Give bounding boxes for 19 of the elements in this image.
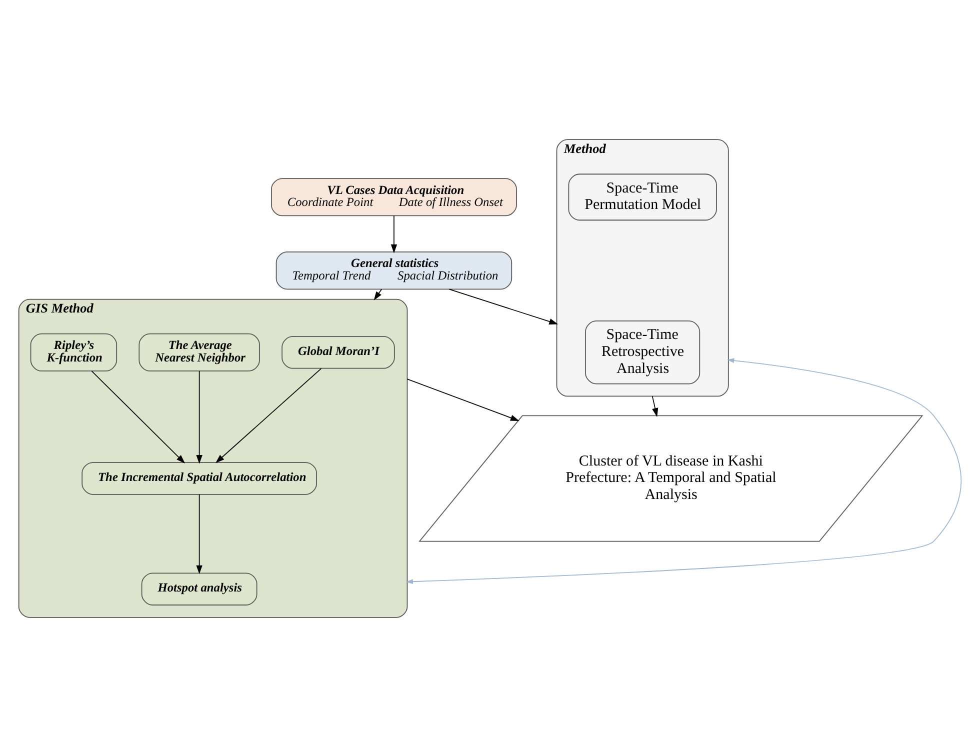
arrow <box>406 378 520 420</box>
node-box: Global Moran’I <box>282 336 395 368</box>
node-box: Ripley’s K-function <box>30 332 118 371</box>
arrow <box>390 214 398 253</box>
arrow <box>216 368 322 463</box>
arrow <box>196 494 202 574</box>
node-box: General statistics Temporal Trend Spacial Distribution <box>276 251 512 290</box>
node-box: The Incremental Spatial Autocorrelation <box>82 462 317 494</box>
arrow <box>374 288 382 300</box>
arrow <box>448 288 558 324</box>
node-box: Space-Time Permutation Model <box>568 173 717 220</box>
arrow <box>196 370 202 464</box>
node-box: The Average Nearest Neighbor <box>138 332 260 371</box>
arrow <box>91 370 186 463</box>
node-box: Space-Time Retrospective Analysis <box>585 320 700 384</box>
arrow <box>652 395 658 416</box>
node-box: Hotspot analysis <box>141 572 258 605</box>
node-box: VL Cases Data Acquisition Coordinate Point Date of Illness Onset <box>270 178 517 216</box>
arrow <box>406 358 962 584</box>
